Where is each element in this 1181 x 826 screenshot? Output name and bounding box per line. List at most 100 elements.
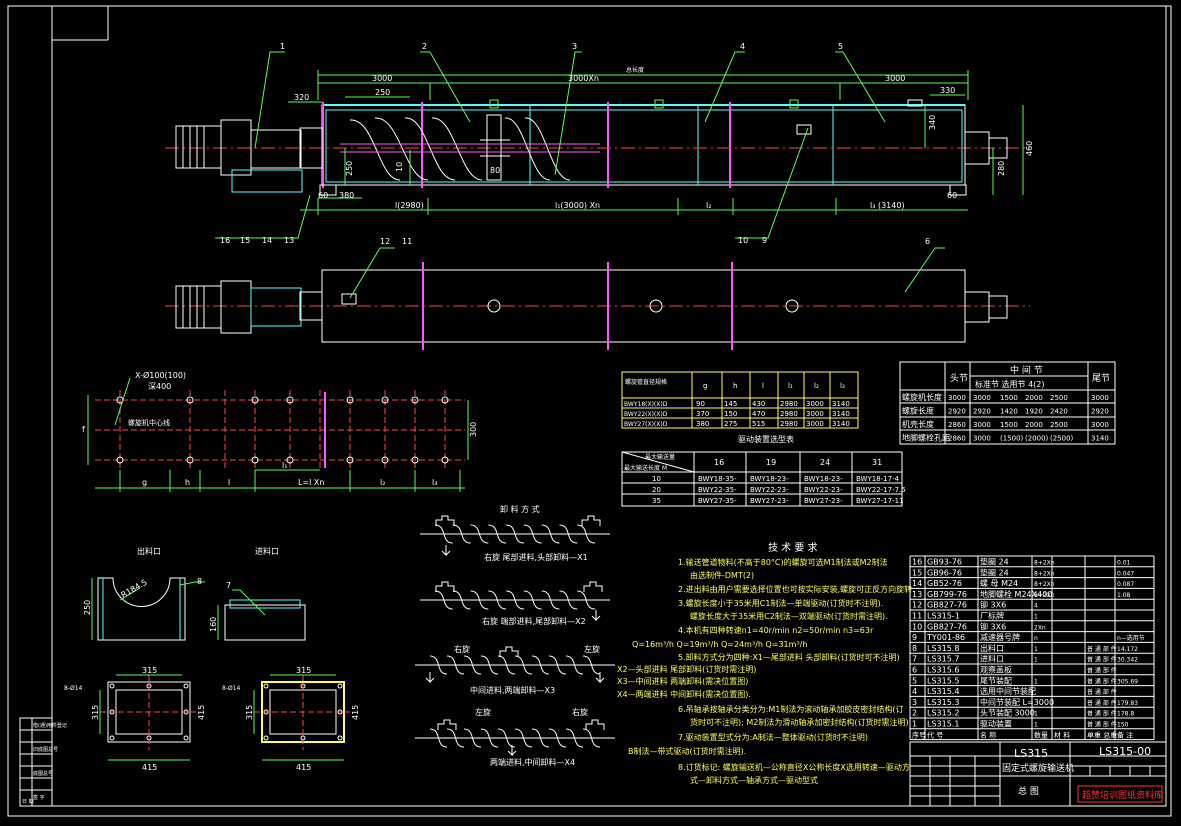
dim-300-foundation: 300 (469, 422, 478, 437)
bom-cell: 铆 3X6 (980, 600, 1006, 610)
tech-requirement-line: 7.驱动装置型式分为:A制法—整体驱动(订货时不注明) (678, 732, 868, 742)
dim-320: 320 (294, 93, 309, 102)
bom-cell: GB96-76 (927, 568, 962, 577)
spec-table-cell: 2420 (1050, 408, 1068, 416)
screw-flight (480, 655, 499, 675)
dim-table-cell: 430 (752, 400, 765, 408)
stamp-row-8: 日 期 (22, 799, 34, 805)
drive-table-cell: BWY18-23- (750, 475, 789, 483)
bom-header-cell: 代 号 (927, 730, 943, 739)
bom-cell: 14.172 (1117, 646, 1138, 653)
bom-cell: TY001-86 (926, 633, 965, 642)
feed-port-symbol (583, 581, 603, 592)
dim-table-cell: 470 (752, 410, 765, 418)
spec-table-cell: 2000 (1025, 421, 1043, 429)
dim-table-cell: 515 (752, 420, 765, 428)
tech-requirement-line: 式—卸料方式—轴承方式—驱动型式 (690, 775, 818, 785)
dim-table-cell: 3000 (806, 420, 824, 428)
bom-header-cell: 名 称 (980, 730, 996, 739)
spec-mid-sub: 标准节 选用节 4(2) (975, 379, 1045, 389)
discharge-title: 卸 料 方 式 (500, 504, 540, 514)
screw-flight (523, 590, 542, 610)
bom-header-cell: 备 注 (1117, 730, 1133, 739)
feed-port-symbol (585, 719, 605, 730)
bom-cell: 6 (912, 666, 917, 675)
bom-cell: 8 (912, 644, 917, 653)
plan-view (165, 247, 1030, 350)
bom-cell: 1 (1034, 646, 1038, 653)
technical-requirements: 技 术 要 求 1.输送管道物料(不高于80°C)的螺旋可选M1制法或M2制法 … (617, 541, 915, 785)
bom-cell: 8+2Xn (1034, 592, 1055, 599)
total-length-label: 总长度 (626, 66, 644, 74)
discharge-x1: 右旋 尾部进料,头部卸料—X1 (484, 552, 588, 562)
feed-port-symbol (499, 646, 519, 657)
dim-outlet-315-v: 315 (91, 705, 100, 720)
discharge-arrow (441, 545, 451, 557)
drive-table-cell: BWY22-17-7.5 (856, 486, 906, 494)
outlet-holes: 8-Ø14 (64, 685, 83, 692)
tech-requirement-line: X3—中间进料 两端卸料(需决位置图) (617, 676, 748, 686)
dim-table-header-spec: 螺旋管直径规格 (625, 378, 667, 386)
drive-table-cell: BWY18-23- (804, 475, 843, 483)
dim-l-2980: l(2980) (395, 201, 424, 210)
callout-9: 9 (762, 236, 767, 245)
bom-cell: 选用中间节装配 (980, 686, 1036, 696)
bom-cell: 0.01 (1117, 560, 1131, 567)
dim-table-cell: 150 (724, 410, 737, 418)
spec-table-cell: 2500 (1050, 421, 1068, 429)
dim-g: g (142, 478, 147, 487)
drive-table-cell: BWY22-23- (750, 486, 789, 494)
screw-flight (470, 524, 489, 544)
drive-table-cell: BWY27-17-11 (856, 497, 904, 505)
bom-cell: GB93-76 (927, 558, 962, 567)
drive-col-19: 19 (766, 458, 776, 467)
spec-table-cell: 1500 (1000, 394, 1018, 402)
dim-table-header-l2: l₂ (814, 382, 819, 390)
bom-cell: 1 (1034, 657, 1038, 664)
bom-cell: LS315-1 (927, 612, 960, 621)
bom-cell: 垫圈 24 (980, 567, 1009, 577)
conveyor-centerline-label: 螺旋机中心线 (128, 418, 170, 427)
bom-cell: 铆 3X6 (980, 621, 1006, 631)
callout-15: 15 (240, 236, 250, 245)
bom-cell: 普 通 部 件 (1087, 677, 1117, 685)
screw-flight (429, 728, 448, 748)
bom-cell: 1 (912, 720, 917, 729)
dim-table-cell: 3140 (832, 420, 850, 428)
bom-cell: 普 通 部 件 (1087, 721, 1117, 729)
dim-380: 380 (339, 191, 354, 200)
dim-table-cell: BWY22(X)(X)D (624, 411, 668, 418)
bom-cell: LS315.3 (927, 698, 959, 707)
feed-port-symbol (435, 581, 455, 592)
left-stamp-column: 借(通)用件登记 旧底图总号 底图总号 签 字 日 期 (19, 717, 67, 807)
dim-340: 340 (928, 115, 937, 130)
screw-flight (541, 590, 560, 610)
discharge-arrow (425, 672, 435, 684)
bom-cell: 12 (912, 601, 922, 610)
bom-cell: 8+2Xn (1034, 570, 1055, 577)
screw-flight (480, 728, 499, 748)
screw-flight (577, 524, 596, 544)
tech-requirement-line: 1.输送管道物料(不高于80°C)的螺旋可选M1制法或M2制法 (678, 557, 888, 567)
spec-head-section: 头节 (950, 373, 968, 384)
screw-flight (559, 590, 578, 610)
bom-cell: 4 (912, 687, 917, 696)
spec-table-cell: 3000 (973, 421, 991, 429)
bom-cell: GB827-76 (927, 601, 967, 610)
feed-port-symbol (581, 515, 601, 526)
bom-cell: 8+2Xn (1034, 560, 1055, 567)
dim-table-cell: 90 (696, 400, 705, 408)
bom-cell: 305.69 (1117, 678, 1138, 685)
spec-table-cell: 机壳长度 (902, 419, 934, 429)
dim-l2-foundation: l₂ (380, 478, 385, 487)
screw-flight (506, 590, 524, 610)
stamp-row-7: 签 字 (33, 794, 45, 801)
screw-flight (463, 728, 482, 748)
screw-flight (582, 655, 601, 675)
hole-depth: 深400 (148, 382, 171, 391)
dim-table-cell: 2980 (780, 400, 798, 408)
bom-header-cell: 单重 总重 (1087, 730, 1117, 739)
outlet-radius: R184.5 (120, 578, 149, 600)
